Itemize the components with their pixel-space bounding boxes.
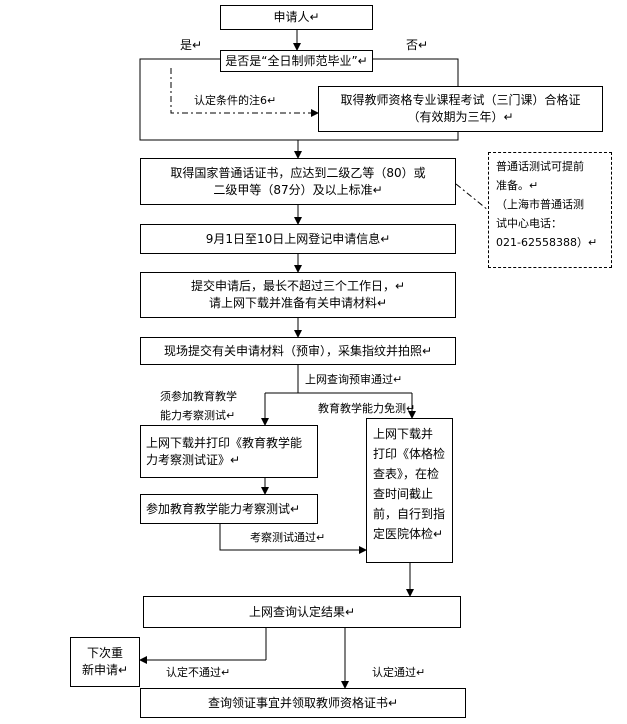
download-materials-line-2: 请上网下载并准备有关申请材料↵ bbox=[208, 296, 388, 310]
mandarin-note-line-3: （上海市普通话测 bbox=[496, 198, 584, 211]
health-check-line-6: 定医院体检↵ bbox=[373, 527, 444, 541]
query-result-text: 上网查询认定结果↵ bbox=[248, 604, 356, 619]
health-check-node: 上网下载并 打印《体格检 查表》，在检 查时间截止 前，自行到指 定医院体检↵ bbox=[366, 418, 453, 563]
applicant-node: 申请人↵ bbox=[220, 5, 373, 30]
must-attend-test-label-2: 能力考察测试↵ bbox=[160, 409, 236, 422]
print-test-ticket-node: 上网下载并打印《教育教学能 力考察测试证》↵ bbox=[140, 425, 318, 478]
yes-label: 是↵ bbox=[180, 38, 203, 52]
must-attend-test-label-1: 须参加教育教学 bbox=[160, 390, 237, 403]
health-check-line-3: 查表》，在检 bbox=[373, 467, 440, 481]
mandarin-cert-line-1: 取得国家普通话证书，应达到二级乙等（80）或 bbox=[170, 165, 426, 180]
applicant-text: 申请人↵ bbox=[273, 10, 320, 24]
test-passed-label: 考察测试通过↵ bbox=[250, 531, 326, 544]
health-check-line-5: 前，自行到指 bbox=[373, 507, 446, 521]
not-approved-label: 认定不通过↵ bbox=[166, 666, 231, 679]
health-check-line-1: 上网下载并 bbox=[373, 427, 434, 441]
test-exempt-label: 教育教学能力免测↵ bbox=[318, 402, 416, 415]
attend-test-node: 参加教育教学能力考察测试↵ bbox=[140, 494, 318, 524]
mandarin-cert-line-2: 二级甲等（87分）及以上标准↵ bbox=[213, 182, 383, 197]
approved-label: 认定通过↵ bbox=[372, 666, 426, 679]
download-materials-node: 提交申请后，最长不超过三个工作日，↵ 请上网下载并准备有关申请材料↵ bbox=[140, 272, 456, 318]
get-certificate-text: 查询领证事宜并领取教师资格证书↵ bbox=[207, 695, 399, 710]
get-certificate-node: 查询领证事宜并领取教师资格证书↵ bbox=[140, 688, 466, 718]
print-test-ticket-line-1: 上网下载并打印《教育教学能 bbox=[146, 435, 303, 450]
mandarin-note-line-4: 试中心电话： bbox=[496, 217, 562, 230]
graduate-question-node: 是否是“全日制师范毕业”↵ bbox=[220, 50, 373, 72]
mandarin-cert-node: 取得国家普通话证书，应达到二级乙等（80）或 二级甲等（87分）及以上标准↵ bbox=[140, 158, 456, 205]
print-test-ticket-line-2: 力考察测试证》↵ bbox=[146, 452, 241, 467]
mandarin-note-line-1: 普通话测试可提前 bbox=[496, 160, 584, 173]
graduate-question-text: 是否是“全日制师范毕业”↵ bbox=[225, 53, 368, 68]
online-register-node: 9月1日至10日上网登记申请信息↵ bbox=[140, 224, 456, 254]
download-materials-line-1: 提交申请后，最长不超过三个工作日，↵ bbox=[190, 279, 406, 293]
reapply-node: 下次重 新申请↵ bbox=[70, 637, 140, 687]
reapply-line-2: 新申请↵ bbox=[81, 663, 129, 677]
online-register-text: 9月1日至10日上网登记申请信息↵ bbox=[205, 231, 391, 246]
course-exam-line-2: （有效期为三年）↵ bbox=[407, 110, 514, 124]
course-exam-node: 取得教师资格专业课程考试（三门课）合格证 （有效期为三年）↵ bbox=[318, 86, 603, 132]
health-check-line-2: 打印《体格检 bbox=[373, 447, 446, 461]
attend-test-text: 参加教育教学能力考察测试↵ bbox=[146, 501, 301, 516]
cert-condition-note-label: 认定条件的注6↵ bbox=[194, 94, 277, 107]
submit-onsite-node: 现场提交有关申请材料（预审），采集指纹并拍照↵ bbox=[140, 337, 456, 365]
mandarin-note-line-5: 021-62558388）↵ bbox=[496, 236, 598, 249]
mandarin-note-line-2: 准备。↵ bbox=[496, 179, 539, 192]
query-result-node: 上网查询认定结果↵ bbox=[143, 596, 461, 628]
health-check-line-4: 查时间截止 bbox=[373, 487, 434, 501]
reapply-line-1: 下次重 bbox=[86, 646, 123, 660]
pre-review-passed-label: 上网查询预审通过↵ bbox=[305, 373, 403, 386]
no-label: 否↵ bbox=[406, 38, 429, 52]
submit-onsite-text: 现场提交有关申请材料（预审），采集指纹并拍照↵ bbox=[163, 343, 433, 358]
mandarin-note-box: 普通话测试可提前 准备。↵ （上海市普通话测 试中心电话： 021-625583… bbox=[488, 152, 612, 268]
course-exam-line-1: 取得教师资格专业课程考试（三门课）合格证 bbox=[340, 93, 581, 107]
